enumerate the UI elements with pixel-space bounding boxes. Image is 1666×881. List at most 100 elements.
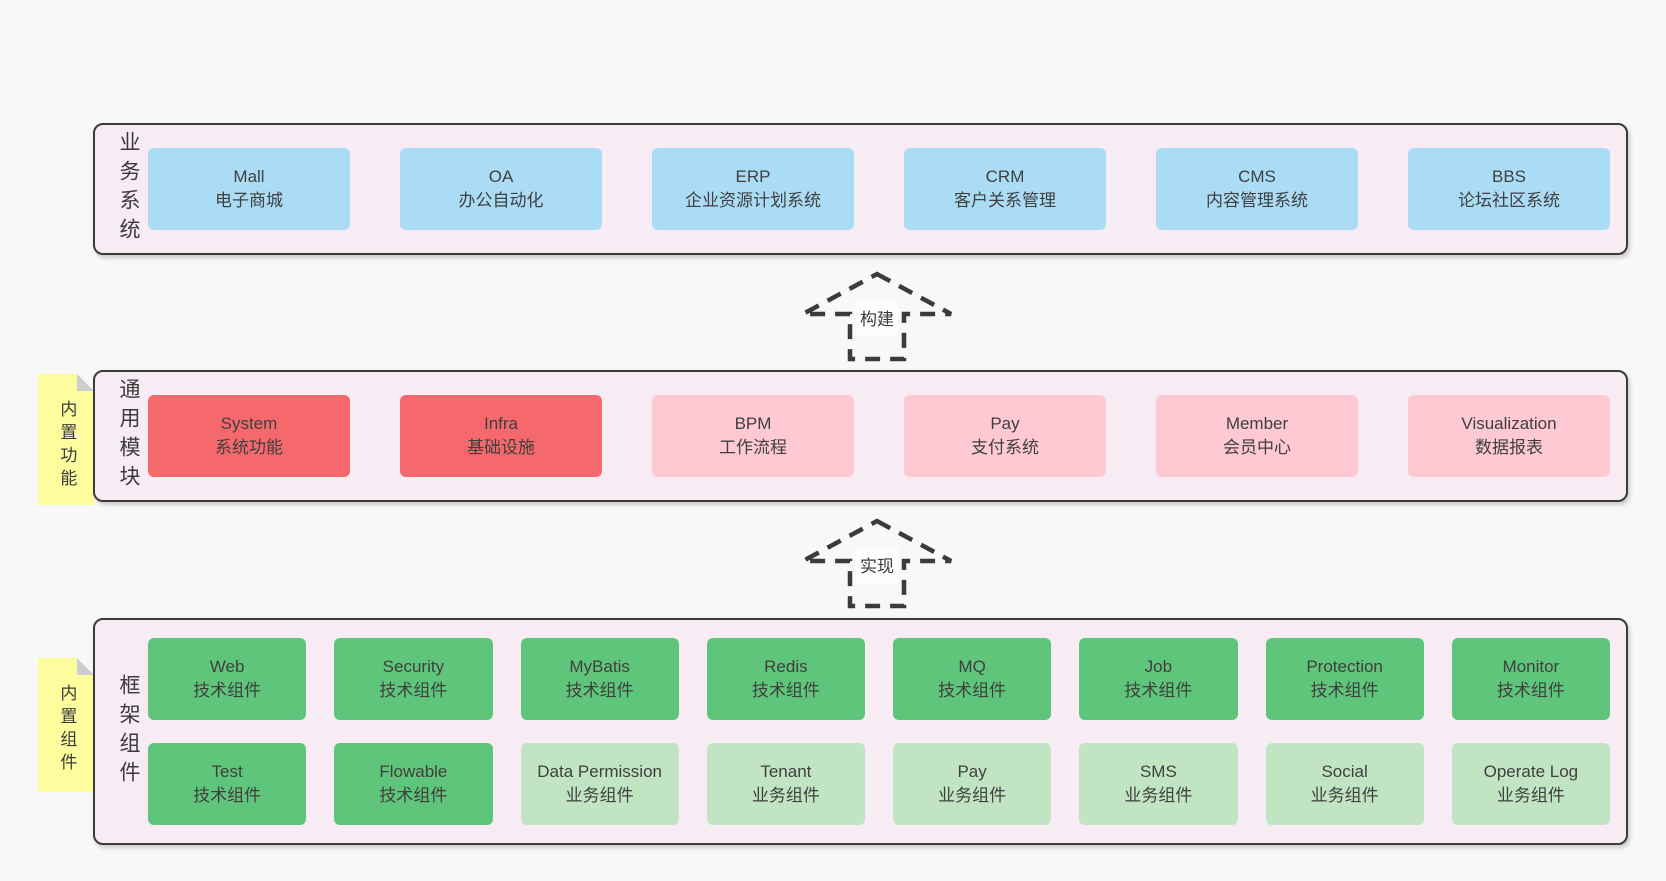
node-desc: 技术组件 [379, 681, 448, 700]
node-pay-component: Pay 业务组件 [893, 743, 1052, 825]
node-name: CMS [1238, 166, 1276, 186]
node-crm: CRM 客户关系管理 [904, 148, 1106, 230]
node-erp: ERP 企业资源计划系统 [652, 148, 854, 230]
node-name: BBS [1491, 166, 1527, 186]
node-desc: 支付系统 [971, 438, 1039, 457]
node-data-permission: Data Permission 业务组件 [520, 743, 679, 825]
node-name: SMS [1139, 761, 1177, 781]
builtin-components-sticky-label: 内置组件 [57, 684, 77, 776]
node-web: Web 技术组件 [148, 638, 307, 720]
node-desc: 办公自动化 [458, 191, 544, 210]
builtin-features-sticky: 内置功能 [38, 374, 94, 505]
node-redis: Redis 技术组件 [706, 638, 865, 720]
implement-arrow: 实现 [797, 515, 957, 612]
node-tenant: Tenant 业务组件 [706, 743, 865, 825]
node-name: Social [1321, 761, 1368, 781]
node-name: Web [209, 656, 245, 676]
components-row-1: Web 技术组件 Security 技术组件 MyBatis 技术组件 Redi… [148, 638, 1610, 720]
node-desc: 业务组件 [565, 786, 634, 805]
node-member: Member 会员中心 [1156, 395, 1358, 477]
node-bbs: BBS 论坛社区系统 [1408, 148, 1610, 230]
node-desc: 业务组件 [751, 786, 820, 805]
node-desc: 技术组件 [565, 681, 634, 700]
node-name: Pay [990, 413, 1020, 433]
node-social: Social 业务组件 [1265, 743, 1424, 825]
node-name: Test [211, 761, 243, 781]
node-desc: 工作流程 [719, 438, 787, 457]
framework-components-panel: 框架组件 Web 技术组件 Security 技术组件 MyBatis 技术组件… [93, 618, 1628, 845]
node-operate-log: Operate Log 业务组件 [1451, 743, 1610, 825]
node-infra: Infra 基础设施 [400, 395, 602, 477]
business-systems-panel: 业务系统 Mall 电子商城 OA 办公自动化 ERP 企业资源计划系统 CRM… [93, 123, 1628, 255]
node-pay-module: Pay 支付系统 [904, 395, 1106, 477]
node-name: Operate Log [1483, 761, 1579, 781]
node-desc: 基础设施 [467, 438, 535, 457]
node-test: Test 技术组件 [148, 743, 307, 825]
node-name: Job [1144, 656, 1173, 676]
builtin-features-sticky-label: 内置功能 [57, 400, 77, 492]
node-desc: 业务组件 [938, 786, 1007, 805]
node-name: Tenant [760, 761, 812, 781]
node-desc: 技术组件 [1310, 681, 1379, 700]
business-systems-label: 业务系统 [117, 131, 140, 247]
node-desc: 系统功能 [215, 438, 283, 457]
node-desc: 技术组件 [1124, 681, 1193, 700]
node-name: MyBatis [569, 656, 630, 676]
node-system: System 系统功能 [148, 395, 350, 477]
node-sms: SMS 业务组件 [1079, 743, 1238, 825]
business-systems-row: Mall 电子商城 OA 办公自动化 ERP 企业资源计划系统 CRM 客户关系… [140, 125, 1626, 253]
common-modules-panel: 通用模块 System 系统功能 Infra 基础设施 BPM 工作流程 Pay… [93, 370, 1628, 502]
node-desc: 业务组件 [1310, 786, 1379, 805]
node-name: OA [488, 166, 514, 186]
node-flowable: Flowable 技术组件 [334, 743, 493, 825]
node-desc: 论坛社区系统 [1458, 191, 1560, 210]
node-name: Flowable [379, 761, 448, 781]
node-name: BPM [734, 413, 772, 433]
node-desc: 技术组件 [193, 681, 262, 700]
node-name: Mall [233, 166, 265, 186]
node-desc: 技术组件 [751, 681, 820, 700]
node-desc: 技术组件 [379, 786, 448, 805]
node-desc: 业务组件 [1496, 786, 1565, 805]
node-desc: 技术组件 [1496, 681, 1565, 700]
common-modules-row: System 系统功能 Infra 基础设施 BPM 工作流程 Pay 支付系统… [140, 372, 1626, 500]
node-name: Security [382, 656, 445, 676]
node-monitor: Monitor 技术组件 [1451, 638, 1610, 720]
node-visualization: Visualization 数据报表 [1408, 395, 1610, 477]
node-desc: 数据报表 [1475, 438, 1543, 457]
node-security: Security 技术组件 [334, 638, 493, 720]
node-name: ERP [735, 166, 771, 186]
node-desc: 技术组件 [938, 681, 1007, 700]
node-mq: MQ 技术组件 [893, 638, 1052, 720]
builtin-components-sticky: 内置组件 [38, 658, 94, 792]
node-desc: 技术组件 [193, 786, 262, 805]
node-name: Redis [764, 656, 808, 676]
node-name: Protection [1306, 656, 1383, 676]
node-name: MQ [958, 656, 986, 676]
node-name: Pay [957, 761, 987, 781]
node-name: Member [1225, 413, 1289, 433]
node-desc: 业务组件 [1124, 786, 1193, 805]
node-name: Monitor [1502, 656, 1560, 676]
node-oa: OA 办公自动化 [400, 148, 602, 230]
node-cms: CMS 内容管理系统 [1156, 148, 1358, 230]
common-modules-label: 通用模块 [117, 378, 140, 494]
node-desc: 电子商城 [215, 191, 283, 210]
node-desc: 企业资源计划系统 [685, 191, 821, 210]
node-desc: 内容管理系统 [1206, 191, 1308, 210]
implement-arrow-label: 实现 [856, 547, 898, 584]
node-bpm: BPM 工作流程 [652, 395, 854, 477]
node-mybatis: MyBatis 技术组件 [520, 638, 679, 720]
framework-components-grid: Web 技术组件 Security 技术组件 MyBatis 技术组件 Redi… [140, 620, 1626, 843]
build-arrow: 构建 [797, 268, 957, 365]
components-row-2: Test 技术组件 Flowable 技术组件 Data Permission … [148, 743, 1610, 825]
node-name: Infra [483, 413, 519, 433]
node-name: Visualization [1461, 413, 1557, 433]
node-name: CRM [985, 166, 1025, 186]
node-name: System [220, 413, 278, 433]
build-arrow-label: 构建 [856, 300, 898, 337]
framework-components-label: 框架组件 [117, 673, 140, 790]
node-mall: Mall 电子商城 [148, 148, 350, 230]
node-desc: 会员中心 [1223, 438, 1291, 457]
node-job: Job 技术组件 [1079, 638, 1238, 720]
